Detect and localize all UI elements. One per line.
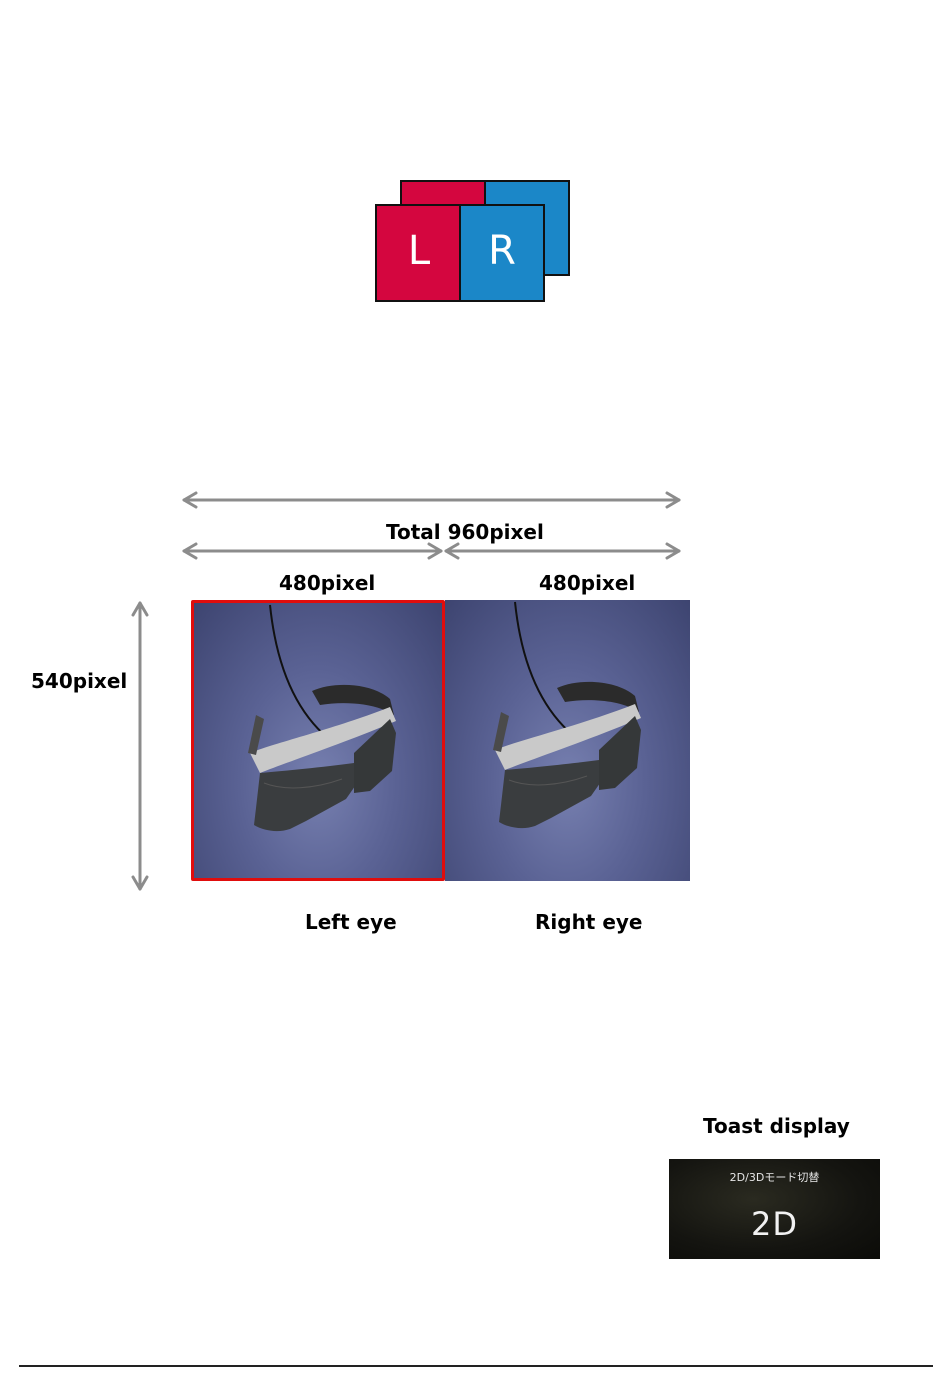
left-width-label: 480pixel <box>279 571 375 595</box>
total-width-label: Total 960pixel <box>386 520 544 544</box>
left-eye-caption: Left eye <box>305 910 397 934</box>
left-eye-image <box>191 600 445 881</box>
toast-mode: 2D <box>669 1205 880 1243</box>
right-eye-caption: Right eye <box>535 910 643 934</box>
right-eye-image <box>445 600 690 881</box>
glasses-illustration <box>445 600 690 881</box>
page-divider <box>19 1365 933 1367</box>
glasses-illustration <box>194 603 445 881</box>
right-width-label: 480pixel <box>539 571 635 595</box>
toast-display: 2D/3Dモード切替 2D <box>669 1159 880 1259</box>
toast-heading: Toast display <box>703 1114 850 1138</box>
toast-title: 2D/3Dモード切替 <box>669 1169 880 1185</box>
height-label: 540pixel <box>31 669 127 693</box>
